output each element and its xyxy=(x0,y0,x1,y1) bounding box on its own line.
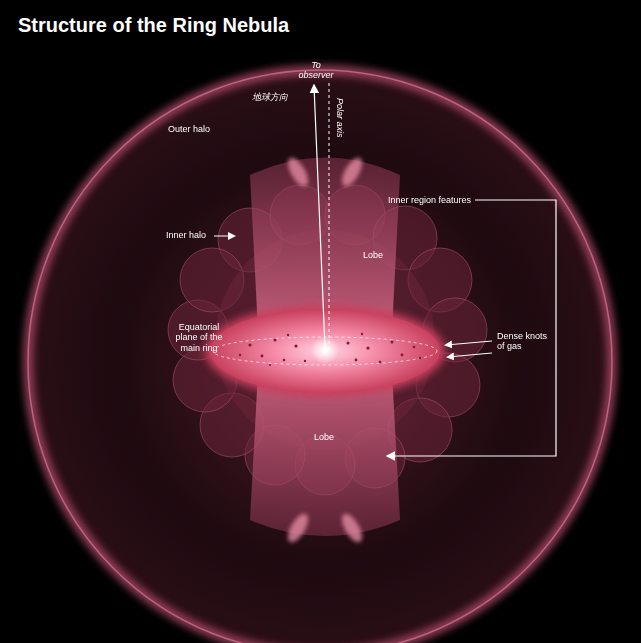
axis-label: Polar axis xyxy=(335,98,345,138)
callout-label: Dense knots of gas xyxy=(497,331,549,352)
direction-label: To observer xyxy=(296,60,336,81)
bracket-label: Inner region features xyxy=(388,195,471,205)
lobe-label: Lobe xyxy=(363,250,383,260)
region-label: Outer halo xyxy=(168,124,210,134)
direction-label: 地球方向 xyxy=(252,92,288,102)
diagram-title: Structure of the Ring Nebula xyxy=(18,14,289,37)
region-label: Equatorial plane of the main ring xyxy=(172,322,226,353)
region-label: Inner halo xyxy=(166,230,206,240)
lobe-label: Lobe xyxy=(314,432,334,442)
